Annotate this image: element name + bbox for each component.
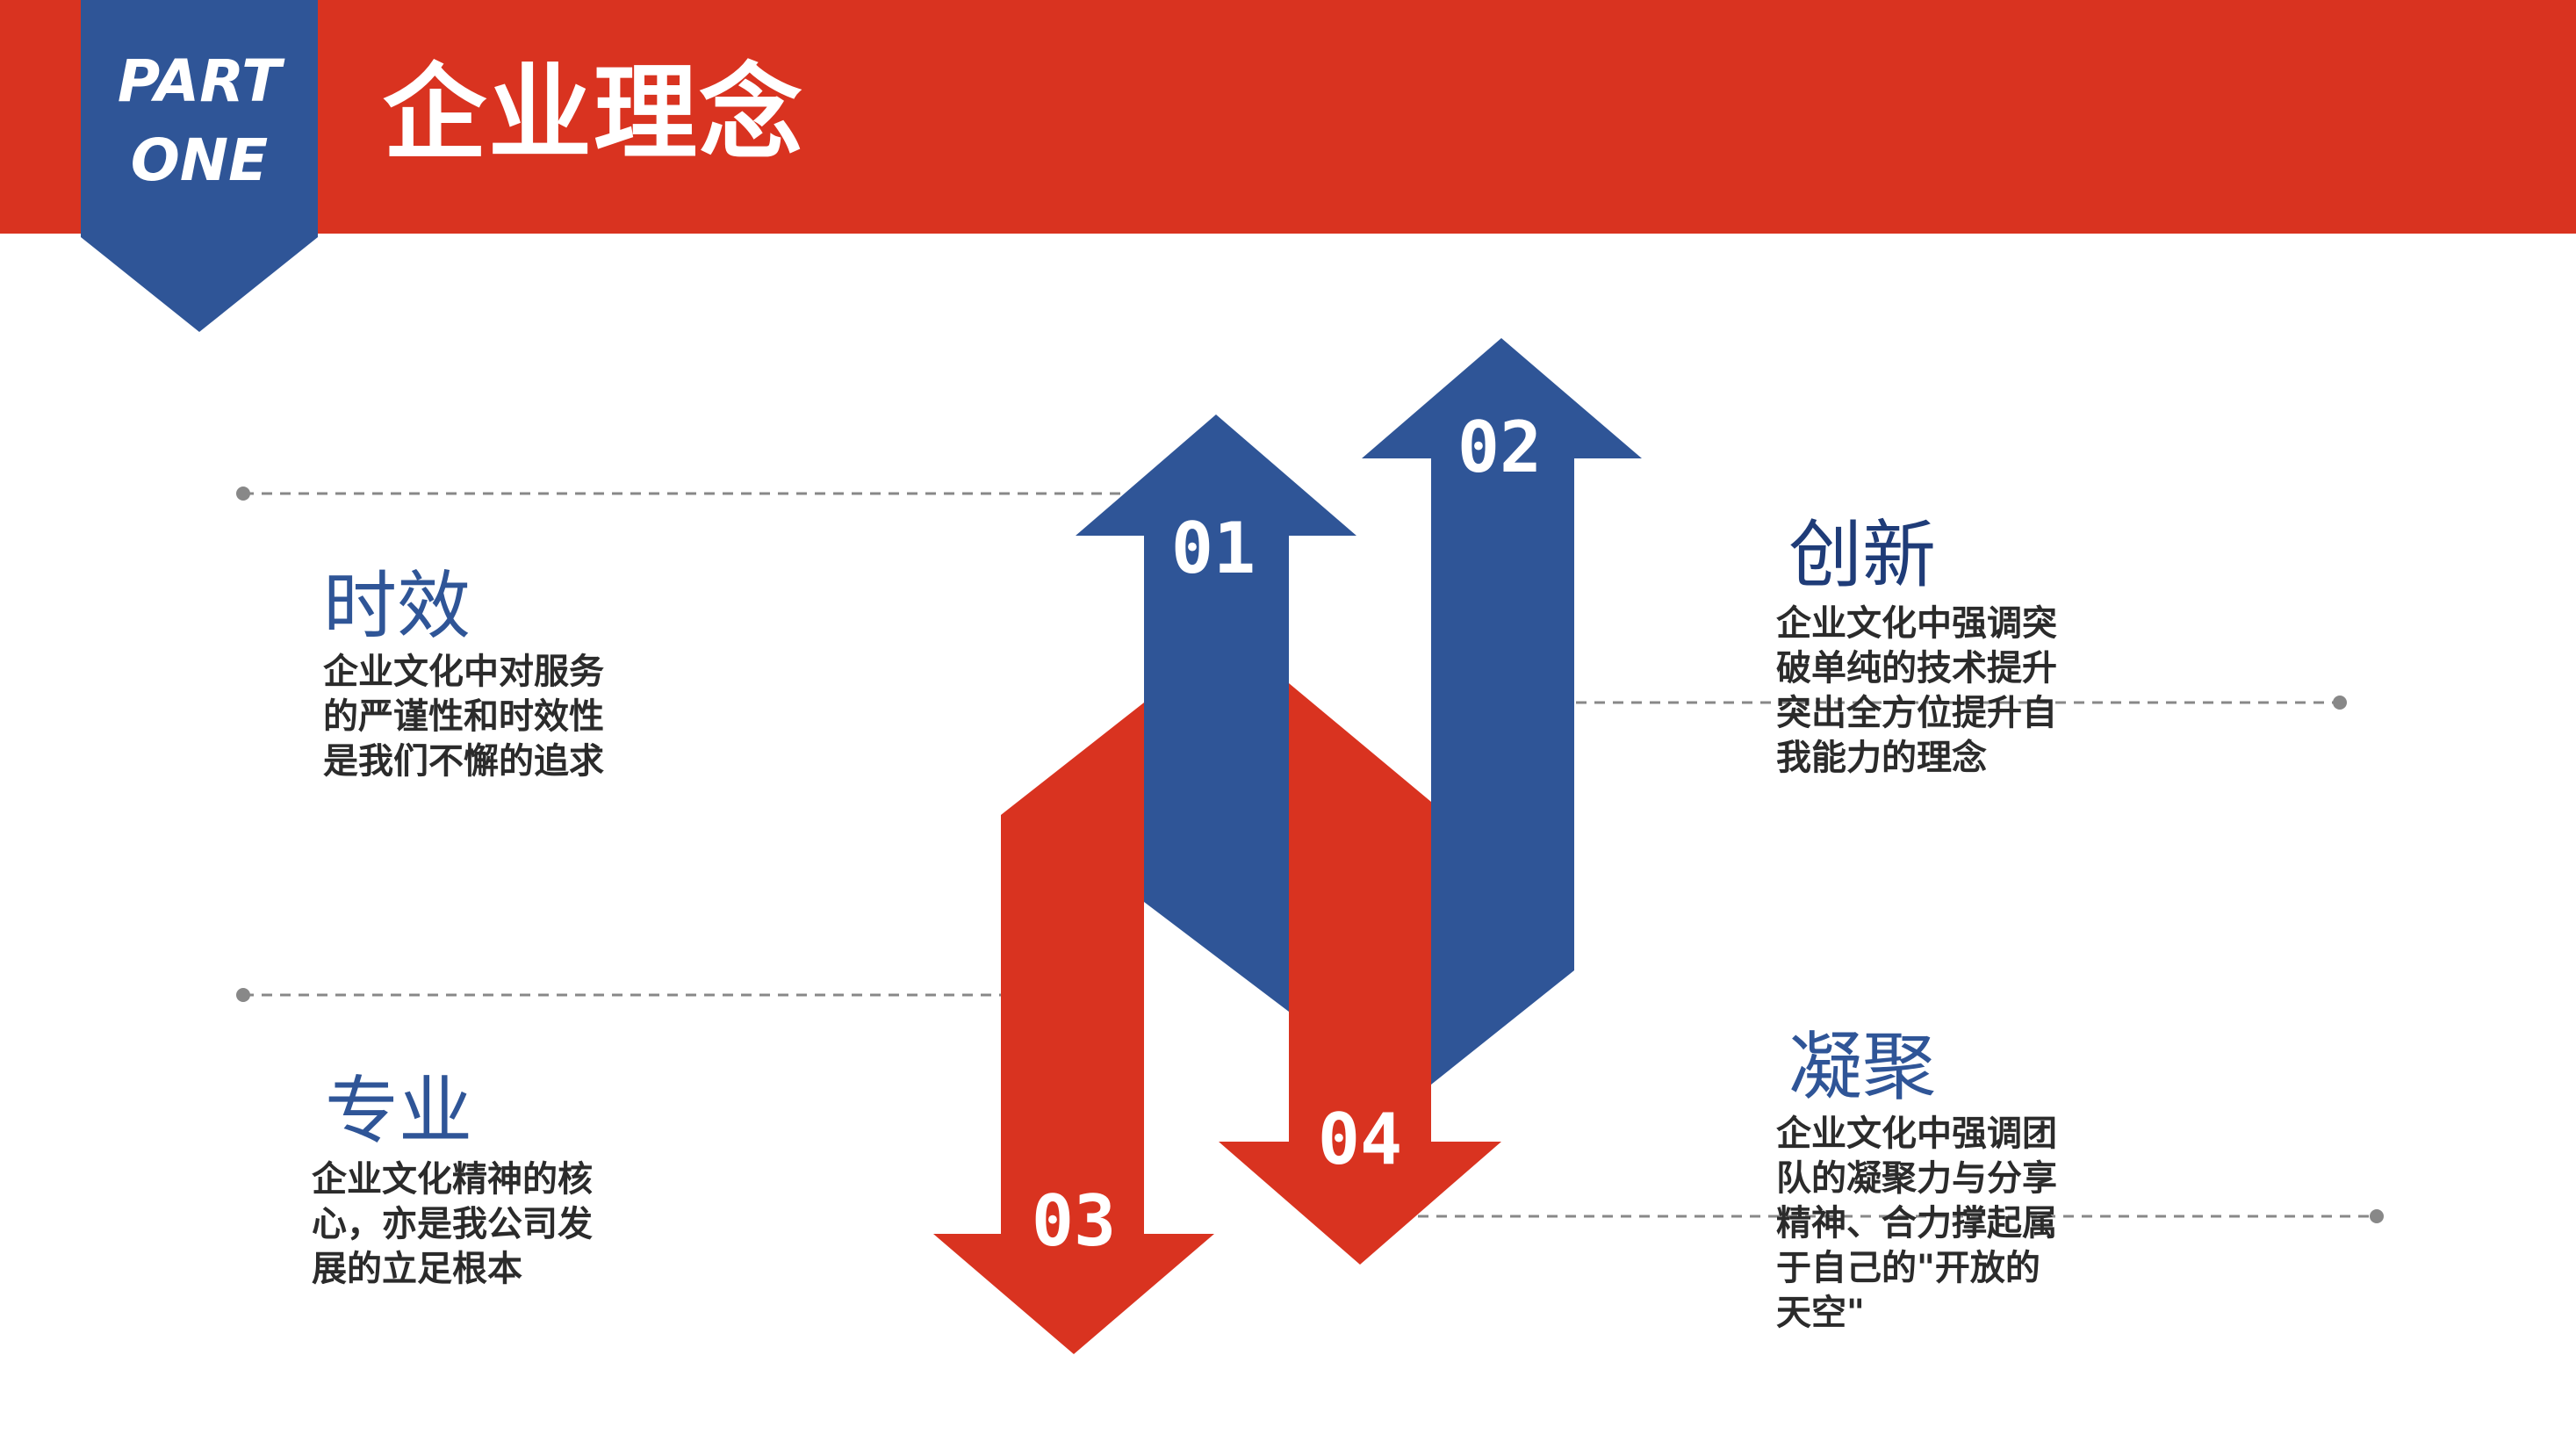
- badge-line-part: PART: [117, 47, 282, 115]
- innovation-line: 破单纯的技术提升: [1776, 648, 2057, 688]
- leader-dot-cohesion: [2370, 1209, 2384, 1223]
- header-banner: [0, 0, 2576, 234]
- cohesion-line: 队的凝聚力与分享: [1776, 1158, 2057, 1199]
- cohesion-line: 企业文化中强调团: [1776, 1114, 2057, 1154]
- timeliness-description: 企业文化中对服务 的严谨性和时效性 是我们不懈的追求: [323, 650, 604, 784]
- cohesion-line: 天空": [1776, 1293, 1865, 1333]
- timeliness-line: 是我们不懈的追求: [323, 741, 604, 782]
- cohesion-line: 于自己的"开放的: [1776, 1248, 2040, 1288]
- innovation-line: 突出全方位提升自: [1776, 693, 2057, 733]
- cohesion-description: 企业文化中强调团 队的凝聚力与分享 精神、合力撑起属 于自己的"开放的 天空": [1776, 1112, 2057, 1336]
- part-badge: [81, 0, 318, 332]
- arrow-01: [1076, 415, 1356, 1012]
- professional-title: 专业: [325, 1068, 473, 1154]
- leader-dot-professional: [236, 988, 250, 1002]
- innovation-line: 企业文化中强调突: [1776, 603, 2057, 644]
- badge-line-one: ONE: [130, 126, 269, 194]
- innovation-line: 我能力的理念: [1776, 738, 1987, 778]
- arrow-02: [1362, 338, 1642, 1085]
- cohesion-title: 凝聚: [1788, 1024, 1937, 1110]
- professional-description: 企业文化精神的核 心，亦是我公司发 展的立足根本: [312, 1157, 593, 1292]
- arrow-04-number: 04: [1318, 1099, 1402, 1180]
- arrow-03-number: 03: [1032, 1180, 1116, 1262]
- professional-line: 心，亦是我公司发: [312, 1204, 593, 1244]
- arrow-04: [1219, 683, 1501, 1265]
- cohesion-line: 精神、合力撑起属: [1776, 1203, 2057, 1244]
- part-badge-label: PART ONE: [81, 42, 318, 200]
- page-title: 企业理念: [383, 53, 805, 174]
- timeliness-line: 企业文化中对服务: [323, 652, 604, 692]
- arrow-02-number: 02: [1457, 407, 1542, 488]
- professional-line: 企业文化精神的核: [312, 1159, 593, 1200]
- timeliness-line: 的严谨性和时效性: [323, 696, 604, 737]
- timeliness-title: 时效: [323, 563, 471, 649]
- leader-dot-innovation: [2333, 696, 2347, 710]
- leader-dot-timeliness: [236, 487, 250, 501]
- arrow-01-number: 01: [1171, 508, 1256, 589]
- innovation-description: 企业文化中强调突 破单纯的技术提升 突出全方位提升自 我能力的理念: [1776, 602, 2057, 781]
- innovation-title: 创新: [1788, 512, 1937, 598]
- professional-line: 展的立足根本: [312, 1249, 522, 1289]
